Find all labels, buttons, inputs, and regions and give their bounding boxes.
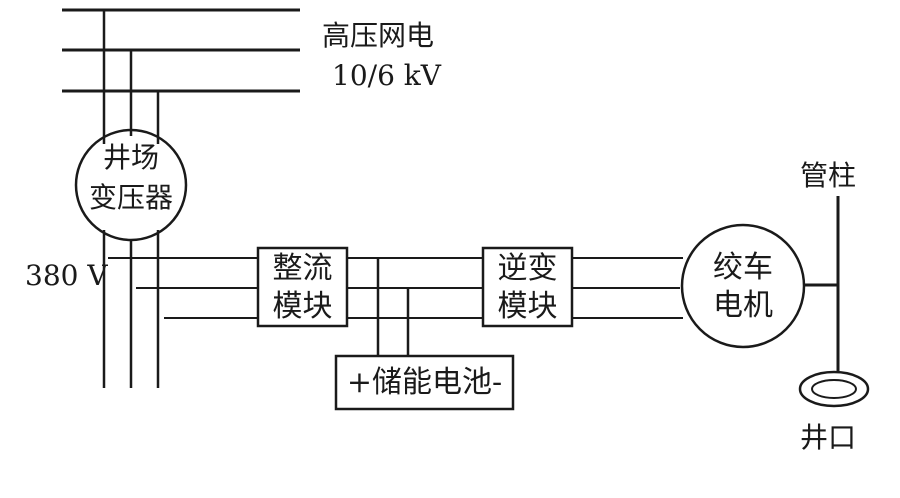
low-voltage-label: 380 V bbox=[25, 259, 108, 292]
rectifier-label-line1: 整流 bbox=[272, 251, 333, 286]
wellhead-outer-ring bbox=[798, 370, 870, 408]
transformer-label-line2: 变压器 bbox=[88, 181, 173, 214]
inverter-label-line2: 模块 bbox=[497, 289, 558, 324]
tubing-label: 管柱 bbox=[800, 159, 857, 192]
wellhead-label: 井口 bbox=[800, 421, 857, 454]
battery-label: +储能电池- bbox=[346, 365, 503, 400]
inverter-label-line1: 逆变 bbox=[497, 251, 558, 286]
motor-label-line1: 绞车 bbox=[713, 250, 773, 285]
grid-name-label: 高压网电 bbox=[322, 19, 435, 52]
grid-voltage-label: 10/6 kV bbox=[332, 59, 441, 92]
wellhead-inner-ring bbox=[811, 379, 857, 399]
motor-label-line2: 电机 bbox=[713, 288, 773, 323]
rectifier-label-line2: 模块 bbox=[272, 289, 333, 324]
transformer-label-line1: 井场 bbox=[102, 141, 159, 174]
battery-box bbox=[334, 354, 515, 411]
rectifier-box bbox=[256, 246, 349, 328]
